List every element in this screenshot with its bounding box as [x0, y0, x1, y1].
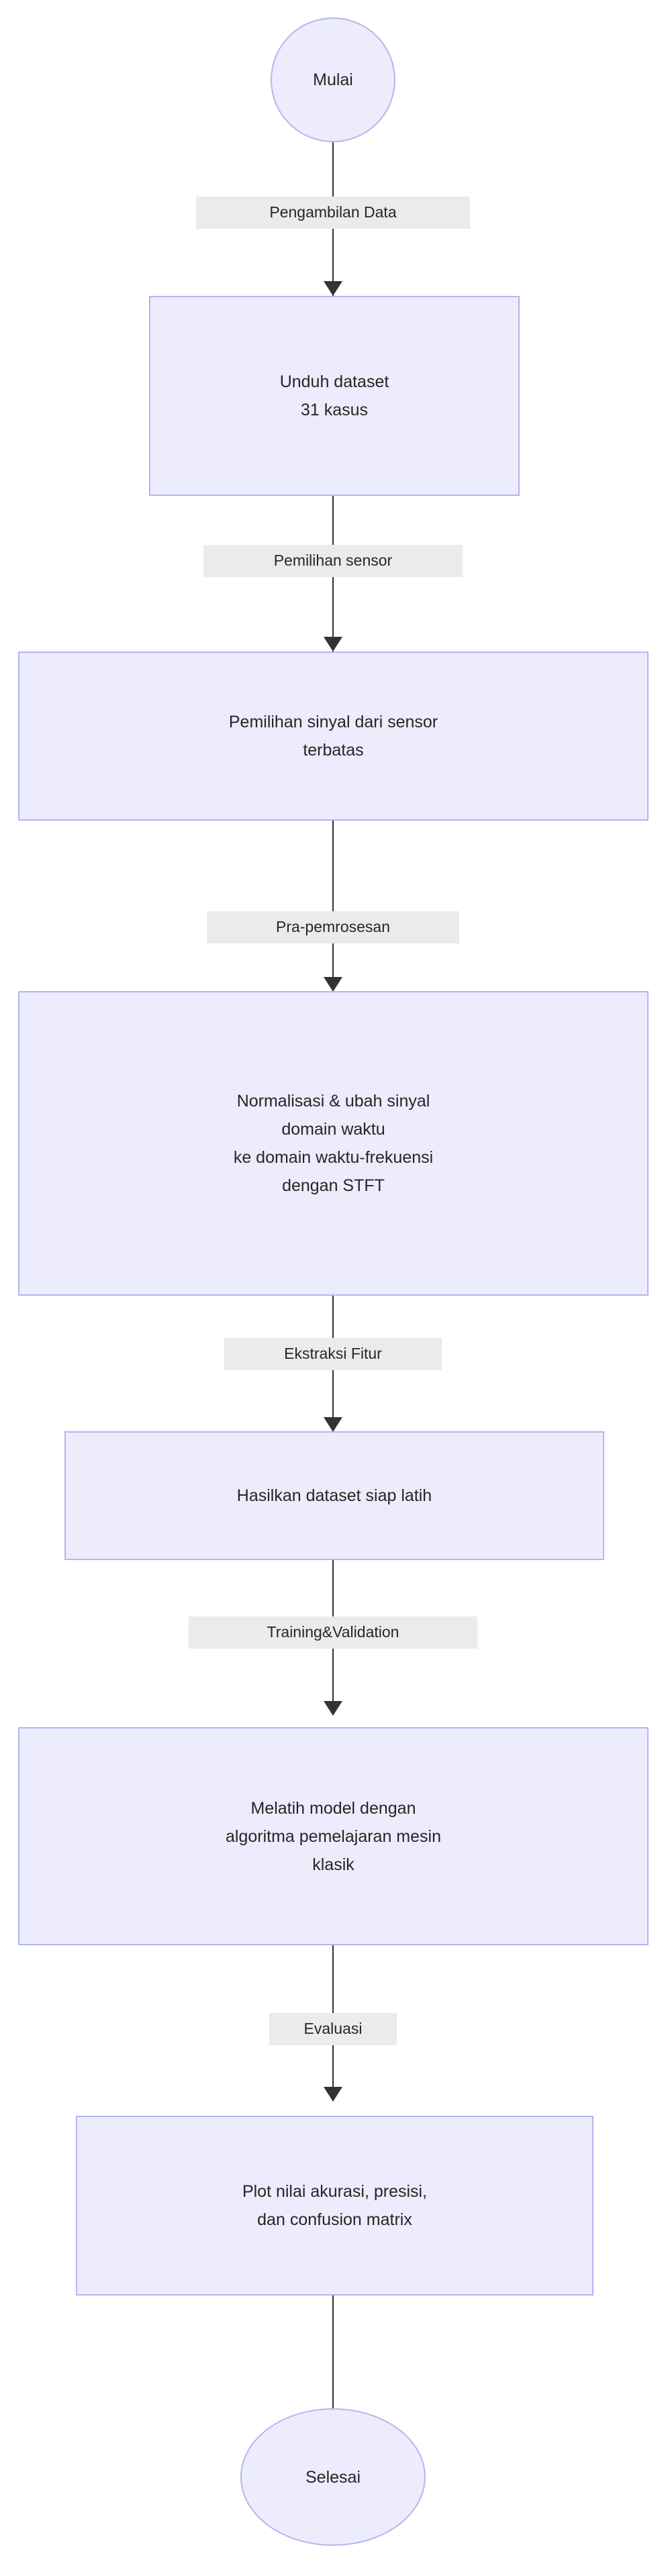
edge-pemilihan-normalisasi-arrowhead [324, 977, 342, 992]
node-pemilihan-sinyal-label: Pemilihan sinyal dari sensor terbatas [228, 713, 438, 760]
node-melatih-model[interactable]: Melatih model dengan algoritma pemelajar… [18, 1727, 649, 1945]
edge-start-unduh-arrowhead [324, 281, 342, 296]
edge-label-evaluasi: Evaluasi [269, 2013, 397, 2045]
edge-unduh-pemilihan-arrowhead [324, 637, 342, 652]
edge-label-training-validation: Training&Validation [189, 1616, 477, 1649]
edge-label-ekstraksi-fitur: Ekstraksi Fitur [224, 1338, 442, 1370]
edge-normalisasi-hasilkan-arrowhead [324, 1417, 342, 1432]
edge-plot-end-line [332, 2296, 334, 2424]
node-normalisasi-stft-label: Normalisasi & ubah sinyal domain waktu k… [233, 1092, 434, 1195]
node-unduh-dataset-label: Unduh dataset 31 kasus [279, 372, 389, 419]
node-plot-metrik[interactable]: Plot nilai akurasi, presisi, dan confusi… [76, 2116, 593, 2296]
node-hasilkan-dataset-label: Hasilkan dataset siap latih [236, 1486, 432, 1505]
node-end[interactable]: Selesai [240, 2408, 426, 2546]
edge-hasilkan-melatih-arrowhead [324, 1701, 342, 1716]
node-pemilihan-sinyal[interactable]: Pemilihan sinyal dari sensor terbatas [18, 652, 649, 821]
edge-label-pengambilan-data: Pengambilan Data [196, 197, 470, 229]
edge-melatih-plot-arrowhead [324, 2087, 342, 2102]
node-start[interactable]: Mulai [271, 17, 395, 142]
edge-label-pra-pemrosesan: Pra-pemrosesan [207, 911, 459, 943]
edge-pemilihan-normalisasi-line [332, 821, 334, 992]
node-normalisasi-stft[interactable]: Normalisasi & ubah sinyal domain waktu k… [18, 991, 649, 1296]
node-unduh-dataset[interactable]: Unduh dataset 31 kasus [149, 296, 520, 496]
node-melatih-model-label: Melatih model dengan algoritma pemelajar… [226, 1798, 441, 1874]
node-plot-metrik-label: Plot nilai akurasi, presisi, dan confusi… [242, 2182, 428, 2229]
node-hasilkan-dataset[interactable]: Hasilkan dataset siap latih [64, 1431, 604, 1560]
node-end-label: Selesai [305, 2467, 361, 2487]
edge-label-pemilihan-sensor: Pemilihan sensor [203, 545, 463, 577]
node-start-label: Mulai [313, 70, 353, 89]
